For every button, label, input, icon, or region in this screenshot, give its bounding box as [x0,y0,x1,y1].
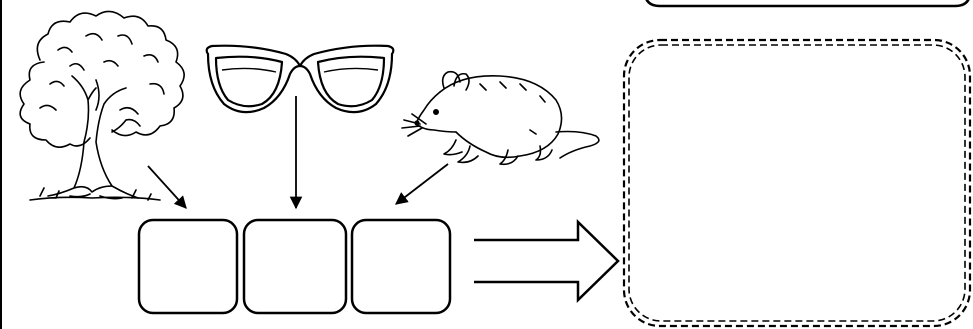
letter-box-1[interactable] [137,218,239,315]
letter-box-2[interactable] [242,218,348,315]
mouse-icon [401,70,600,166]
tree-icon [19,10,185,201]
top-box [645,0,970,8]
arrow-tree-to-box1 [147,165,187,209]
glasses-icon [205,44,395,114]
letter-box-3[interactable] [350,218,452,315]
answer-box[interactable] [622,38,972,328]
arrow-mouse-to-box3 [395,163,449,205]
double-arrow-icon [474,219,620,303]
